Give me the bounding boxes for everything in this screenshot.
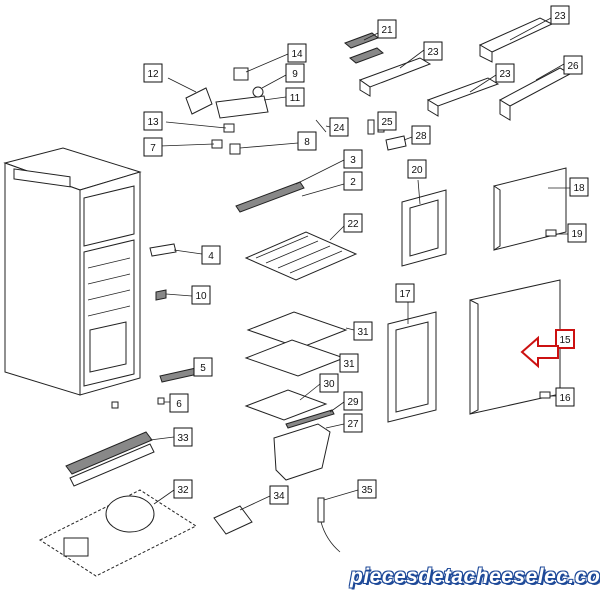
callout-label: 13 <box>147 117 159 128</box>
callout-box <box>297 131 317 151</box>
callout-box <box>563 55 583 75</box>
callout-box <box>343 413 363 433</box>
callout-label: 2 <box>350 177 356 188</box>
callout-box <box>143 111 163 131</box>
callout-box <box>169 393 189 413</box>
callout-label: 26 <box>567 61 579 72</box>
callout-label: 8 <box>304 137 310 148</box>
callout-label: 30 <box>323 379 335 390</box>
callout-box <box>411 125 431 145</box>
callout-box <box>285 63 305 83</box>
callout-label: 35 <box>361 485 373 496</box>
callout-label: 25 <box>381 117 393 128</box>
callout-box <box>329 117 349 137</box>
callout-box <box>287 43 307 63</box>
callout-box <box>569 177 589 197</box>
callout-box <box>555 329 575 349</box>
callout-label: 7 <box>150 143 156 154</box>
callout-label: 19 <box>571 229 583 240</box>
fridge-cabinet <box>3 147 142 396</box>
callout-label: 31 <box>343 359 355 370</box>
callout-label: 17 <box>399 289 411 300</box>
leader-lines <box>149 17 570 511</box>
callout-label: 28 <box>415 131 427 142</box>
callout-box <box>173 479 193 499</box>
site-watermark: piecesdetacheeselec.com <box>350 565 600 588</box>
callout-box <box>555 387 575 407</box>
callout-label: 23 <box>554 11 566 22</box>
callout-box <box>395 283 415 303</box>
callout-box <box>269 485 289 505</box>
callout-box <box>143 63 163 83</box>
callout-label: 29 <box>347 397 359 408</box>
callout-label: 24 <box>333 123 345 134</box>
callout-box <box>343 391 363 411</box>
control-parts <box>185 67 407 155</box>
callout-label: 6 <box>176 399 182 410</box>
callout-box <box>343 149 363 169</box>
callout-label: 18 <box>573 183 585 194</box>
callout-label: 22 <box>347 219 359 230</box>
callout-box <box>319 373 339 393</box>
callout-label: 23 <box>499 69 511 80</box>
callout-label: 23 <box>427 47 439 58</box>
callout-box <box>423 41 443 61</box>
callout-box <box>343 213 363 233</box>
highlight-arrow <box>520 335 559 369</box>
shelves-and-crisper <box>111 181 358 481</box>
callout-box <box>377 19 397 39</box>
callout-label: 12 <box>147 69 159 80</box>
callout-box <box>339 353 359 373</box>
callout-box <box>567 223 587 243</box>
callout-box <box>353 321 373 341</box>
callout-label: 34 <box>273 491 285 502</box>
callout-label: 20 <box>411 165 423 176</box>
callout-box <box>191 285 211 305</box>
callout-label: 31 <box>357 327 369 338</box>
callout-label: 10 <box>195 291 207 302</box>
callout-label: 4 <box>208 251 214 262</box>
callout-box <box>407 159 427 179</box>
callout-label: 15 <box>559 335 571 346</box>
callout-label: 27 <box>347 419 359 430</box>
callout-box <box>193 357 213 377</box>
callout-box <box>143 137 163 157</box>
callout-label: 14 <box>291 49 303 60</box>
callout-label: 5 <box>200 363 206 374</box>
callout-box <box>173 427 193 447</box>
callout-box <box>377 111 397 131</box>
callout-box <box>357 479 377 499</box>
callout-label: 16 <box>559 393 571 404</box>
callout-label: 9 <box>292 69 298 80</box>
callout-label: 11 <box>290 93 301 104</box>
callout-label: 3 <box>350 155 356 166</box>
callout-labels: 21 23 23 26 14 12 9 23 11 13 24 25 7 8 28 3 20 18 2 19 22 4 10… <box>143 5 589 505</box>
callout-box <box>550 5 570 25</box>
callout-box <box>285 87 305 107</box>
doors-and-gaskets <box>387 167 567 423</box>
callout-label: 21 <box>381 25 393 36</box>
callout-box <box>495 63 515 83</box>
callout-box <box>343 171 363 191</box>
callout-label: 33 <box>177 433 189 444</box>
callout-label: 32 <box>177 485 189 496</box>
bottom-components <box>38 431 341 577</box>
callout-box <box>201 245 221 265</box>
